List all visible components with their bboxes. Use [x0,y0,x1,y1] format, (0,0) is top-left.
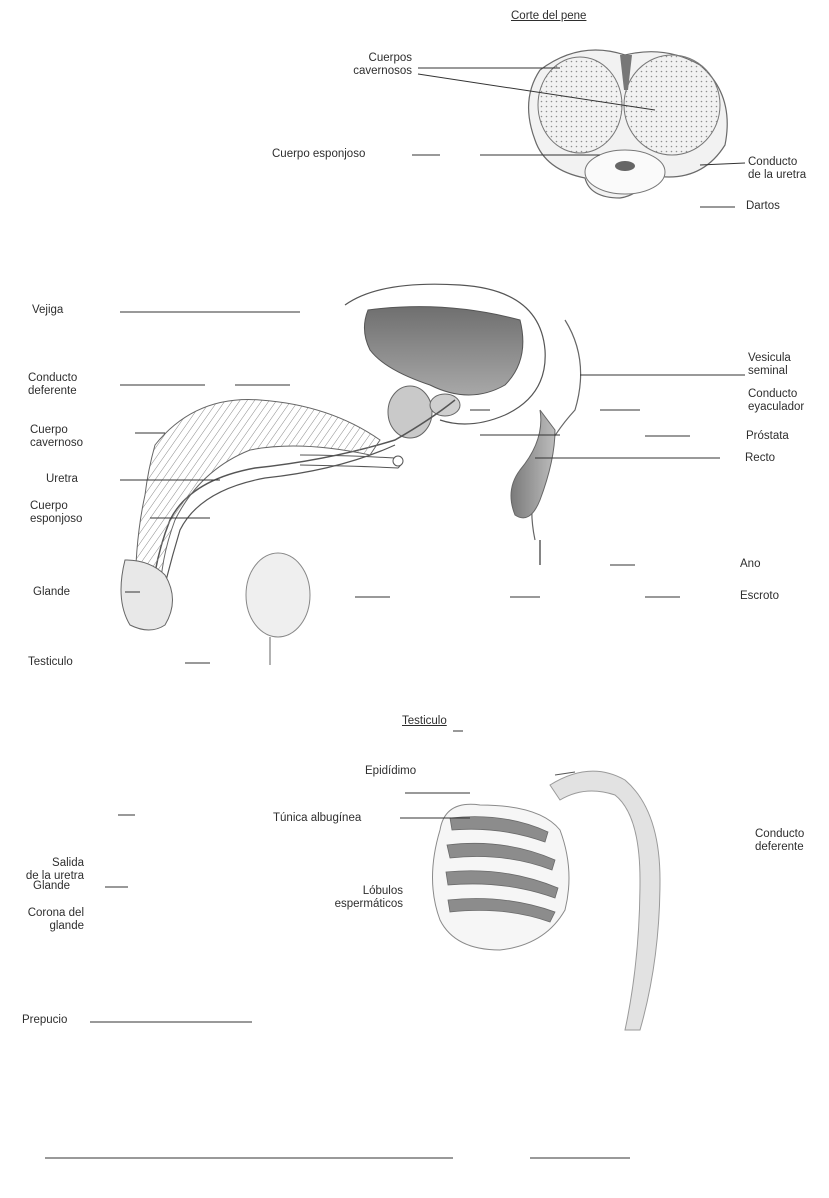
label-tunica-albuginea: Túnica albugínea [273,812,361,825]
glans [121,560,173,630]
cross-section-figure [529,50,728,198]
cavernous-body-left [538,57,622,153]
testis-title: Testiculo [402,715,447,728]
spongy-body [585,150,665,194]
label-escroto: Escroto [740,590,779,603]
label-prepucio: Prepucio [22,1014,67,1027]
label-lobulos-espermaticos: Lóbulos espermáticos [300,885,403,911]
prostate [388,386,432,438]
label-epididimo: Epidídimo [365,765,416,778]
label-uretra: Uretra [46,473,78,486]
label-vesicula-seminal: Vesicula seminal [748,352,791,378]
label-conducto-deferente: Conducto deferente [28,372,77,398]
urethra-lumen [615,161,635,171]
seminal-vesicle [430,394,460,416]
cross-section-title: Corte del pene [511,10,586,23]
rectum-wall [532,320,581,540]
label-conducto-eyaculador: Conducto eyaculador [748,388,804,414]
cavernous-body-right [624,55,720,155]
label-glande: Glande [33,586,70,599]
label-prostata: Próstata [746,430,789,443]
testis [246,553,310,637]
sagittal-figure [121,284,581,665]
label-ano: Ano [740,558,760,571]
label-glande-2: Glande [33,880,70,893]
label-vejiga: Vejiga [32,304,63,317]
bladder [364,307,522,395]
label-dartos: Dartos [746,200,780,213]
label-cuerpo-cavernoso: Cuerpo cavernoso [30,424,83,450]
label-cuerpo-esponjoso: Cuerpo esponjoso [30,500,82,526]
label-corona-glande: Corona del glande [4,907,84,933]
rectum [511,410,555,518]
label-testiculo: Testiculo [28,656,73,669]
label-cuerpos-cavernosos: Cuerpos cavernosos [326,52,412,78]
testis-figure [433,771,661,1030]
label-conducto-deferente-testis: Conducto deferente [755,828,804,854]
label-conducto-uretra: Conducto de la uretra [748,156,806,182]
label-recto: Recto [745,452,775,465]
label-cuerpo-esponjoso-cross: Cuerpo esponjoso [272,148,365,161]
